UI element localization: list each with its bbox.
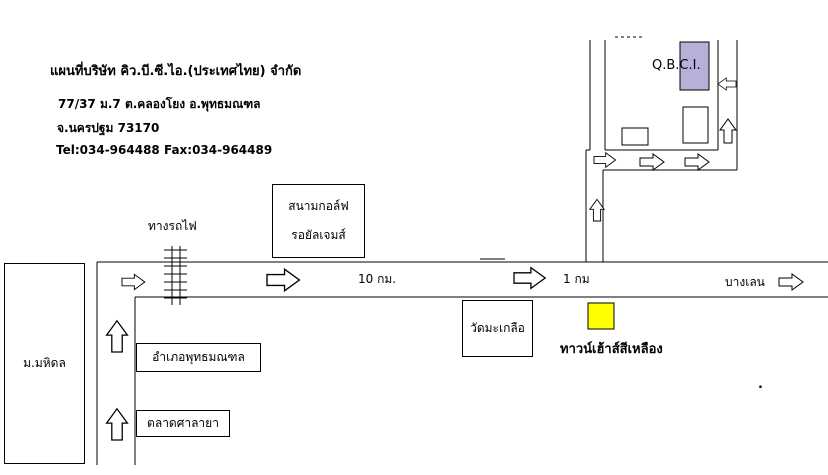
arrow-right-icon: [778, 273, 804, 291]
temple-box: วัดมะเกลือ: [462, 300, 533, 357]
salaya-market-label: ตลาดศาลายา: [147, 416, 219, 430]
arrow-up-icon: [105, 320, 129, 353]
distance-1km-label: 1 กม: [563, 272, 590, 286]
mahidol-university-box: ม.มหิดล: [4, 263, 85, 464]
golf-course-label-line1: สนามกอล์ฟ: [288, 199, 349, 213]
factory-small-building: [621, 127, 649, 146]
company-label: Q.B.C.I.: [652, 58, 701, 73]
arrow-up-icon: [105, 408, 129, 441]
arrow-right-icon: [639, 153, 665, 171]
map-title: แผนที่บริษัท คิว.บี.ซี.ไอ.(ประเทศไทย) จำ…: [50, 64, 302, 79]
stray-dot: .: [758, 377, 763, 392]
direction-arrows: [105, 77, 804, 441]
townhouse-label: ทาวน์เฮ้าส์สีเหลือง: [560, 342, 663, 357]
railway-label: ทางรถไฟ: [148, 219, 197, 233]
arrow-right-icon: [266, 268, 301, 292]
address-line-2: จ.นครปฐม 73170: [57, 121, 160, 135]
golf-course-box: สนามกอล์ฟ รอยัลเจมส์: [272, 184, 365, 258]
contact-info: Tel:034-964488 Fax:034-964489: [56, 143, 273, 157]
mahidol-label: ม.มหิดล: [23, 356, 66, 370]
phutthamonthon-box: อำเภอพุทธมณฑล: [136, 343, 261, 372]
arrow-right-icon: [593, 152, 617, 168]
distance-10km-label: 10 กม.: [358, 272, 397, 286]
yellow-townhouse-marker: [587, 302, 615, 330]
arrow-up-icon: [719, 118, 737, 144]
arrow-left-icon: [717, 77, 737, 91]
address-line-1: 77/37 ม.7 ต.คลองโยง อ.พุทธมณฑล: [58, 97, 261, 111]
golf-course-label-line2: รอยัลเจมส์: [291, 228, 346, 242]
temple-label: วัดมะเกลือ: [470, 321, 525, 335]
arrow-right-icon: [121, 273, 146, 291]
bang-len-label: บางเลน: [725, 275, 765, 289]
arrow-right-icon: [684, 153, 710, 171]
arrow-right-icon: [513, 266, 546, 290]
salaya-market-box: ตลาดศาลายา: [136, 410, 230, 437]
qbci-building: [679, 41, 710, 91]
arrow-up-icon: [589, 198, 605, 222]
phutthamonthon-label: อำเภอพุทธมณฑล: [152, 350, 245, 364]
factory-building: [682, 106, 709, 144]
